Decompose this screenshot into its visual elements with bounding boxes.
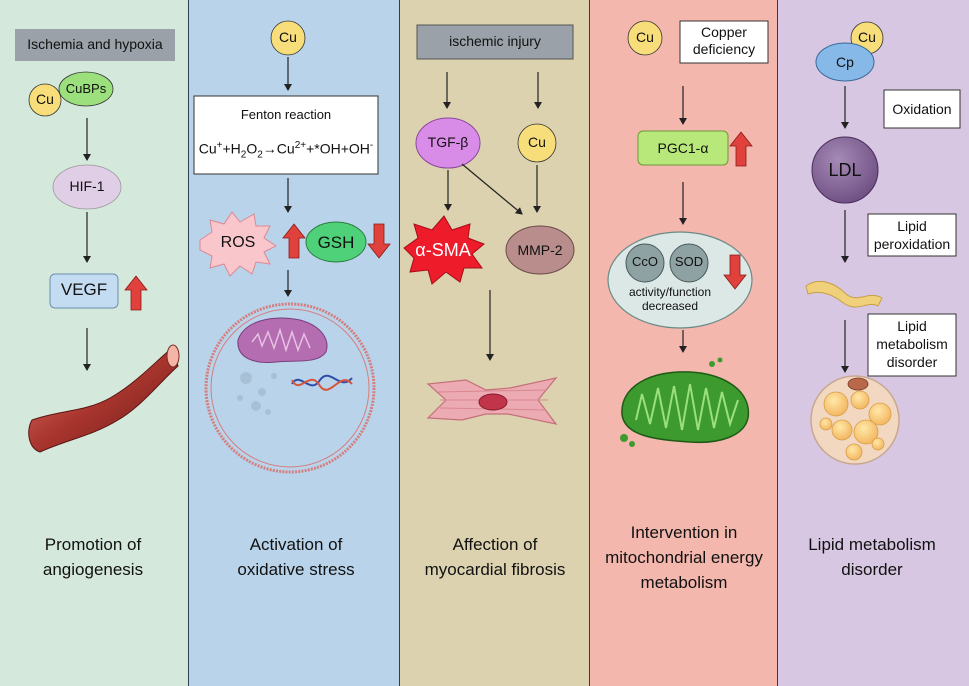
caption-myocardial-fibrosis: Affection of myocardial fibrosis	[424, 535, 566, 579]
fibroblast-nucleus	[478, 393, 508, 411]
mitochondrion-cristae	[251, 327, 311, 353]
fenton-reaction-box	[193, 95, 379, 175]
cu-label-p1: Cu	[36, 91, 54, 107]
down-arrow-activity	[723, 254, 747, 290]
cco-label: CcO	[632, 254, 658, 269]
vegf-label: VEGF	[60, 280, 108, 299]
ros-label: ROS	[220, 234, 256, 251]
cell-membrane	[204, 302, 376, 474]
lipid-peroxidation-label: Lipid peroxidation	[873, 218, 951, 252]
oxidized-lipid-strand	[805, 281, 883, 308]
up-arrow-ros	[282, 223, 306, 259]
up-arrow-vegf	[124, 275, 148, 311]
lipid-cell-nucleus	[847, 377, 869, 391]
ischemic-injury-box	[416, 24, 574, 60]
caption-lipid-metabolism: Lipid metabolism disorder	[808, 535, 936, 579]
ischemia-hypoxia-label: Ischemia and hypoxia	[27, 36, 163, 52]
oxidation-label: Oxidation	[892, 101, 952, 117]
lipid-droplets	[819, 390, 892, 461]
cu-label-p4: Cu	[636, 29, 654, 45]
copper-deficiency-box	[679, 20, 769, 64]
cubps-label: CuBPs	[65, 81, 107, 96]
mmp-2-label: MMP-2	[517, 242, 563, 258]
pgc1-alpha-label: PGC1-α	[657, 140, 709, 156]
cu-label-p5: Cu	[858, 29, 876, 45]
blood-vessel-illustration	[28, 347, 179, 453]
panel-angiogenesis	[0, 0, 189, 686]
cu-circle-p4	[627, 20, 663, 56]
cell-membrane-inner	[210, 308, 370, 468]
mmp-2-oval	[505, 225, 575, 275]
ldl-label: LDL	[828, 160, 862, 180]
tgf-beta-oval	[415, 117, 481, 169]
arrow-tgf-to-mmp	[461, 163, 523, 215]
green-mitochondrion-cristae	[635, 383, 739, 431]
sod-label: SOD	[674, 254, 704, 269]
cell-debris	[237, 372, 277, 415]
cp-label: Cp	[836, 54, 854, 70]
cu-circle-p2	[270, 20, 306, 56]
cubps-oval	[58, 71, 114, 107]
hif-label: HIF-1	[69, 178, 105, 194]
dna-strand-2	[291, 378, 353, 391]
caption-angiogenesis: Promotion of angiogenesis	[42, 535, 144, 579]
copper-deficiency-label: Copper deficiency	[692, 24, 756, 57]
lipid-metabolism-box	[867, 313, 957, 377]
ros-starburst	[199, 211, 277, 277]
sod-circle	[669, 243, 709, 283]
lipid-peroxidation-box	[867, 213, 957, 257]
hif-oval	[52, 164, 122, 210]
caption-mitochondrial-metabolism: Intervention in mitochondrial energy met…	[605, 523, 763, 592]
ischemic-injury-label: ischemic injury	[449, 33, 541, 49]
oxidation-box	[883, 89, 961, 129]
alpha-sma-label: α-SMA	[415, 240, 471, 260]
down-arrow-gsh	[367, 223, 391, 259]
pgc1-alpha-box	[637, 130, 729, 166]
lipid-metabolism-disorder-label: Lipid metabolism disorder	[876, 318, 948, 370]
vegf-box	[49, 273, 119, 309]
ischemia-hypoxia-box	[15, 29, 175, 61]
cu-circle-p3	[517, 123, 557, 163]
gsh-oval	[305, 221, 367, 263]
tgf-beta-label: TGF-β	[427, 134, 469, 150]
cu-label-p3: Cu	[528, 134, 546, 150]
fenton-title: Fenton reaction	[240, 107, 332, 122]
caption-oxidative-stress: Activation of oxidative stress	[237, 535, 355, 579]
mitochondrion-fragments	[620, 357, 723, 447]
vessel-lumen	[166, 344, 180, 368]
cu-label-p2: Cu	[279, 29, 297, 45]
panel-mitochondrial-metabolism	[590, 0, 778, 686]
up-arrow-pgc	[729, 131, 753, 167]
cu-circle-p1	[28, 83, 62, 117]
panel-myocardial-fibrosis	[400, 0, 590, 686]
fenton-equation: Cu++H2O2→Cu2++*OH+OH-	[198, 140, 374, 161]
ceruloplasmin-oval	[815, 42, 875, 82]
alpha-sma-starburst	[403, 215, 485, 285]
ldl-circle	[811, 136, 879, 204]
activity-decreased-label: activity/function decreased	[628, 285, 712, 313]
gsh-label: GSH	[317, 233, 355, 252]
cco-circle	[625, 243, 665, 283]
